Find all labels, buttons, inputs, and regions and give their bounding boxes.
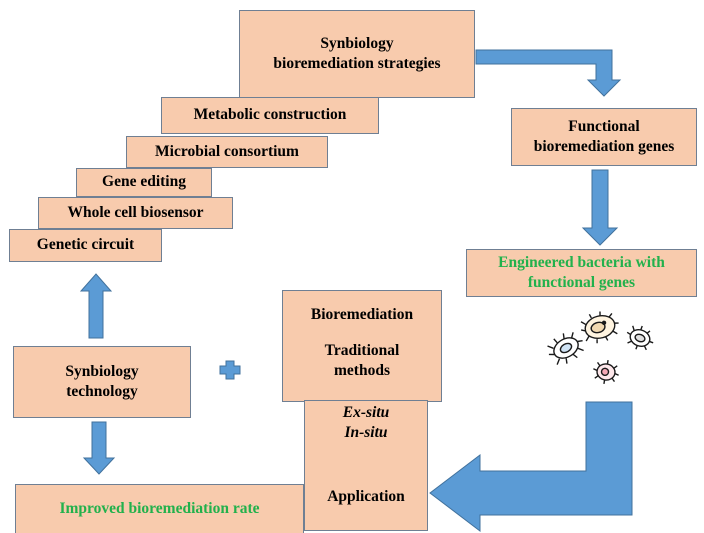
bent-arrow-down-left xyxy=(429,401,633,533)
up-arrow-technology xyxy=(79,273,113,339)
traditional-methods-box: Bioremediation Traditional methods xyxy=(282,290,442,402)
down-arrow-genes xyxy=(581,169,619,246)
engineered-bacteria-box: Engineered bacteria with functional gene… xyxy=(466,249,697,297)
improved-rate-box: Improved bioremediation rate xyxy=(15,484,304,533)
stair-microbial-consortium: Microbial consortium xyxy=(126,136,328,168)
traditional-label: Traditional xyxy=(324,342,400,360)
genetic-circuit-label: Genetic circuit xyxy=(36,236,135,254)
functional-genes-box: Functional bioremediation genes xyxy=(511,108,697,166)
application-box: Ex-situ In-situ xyxy=(304,400,428,531)
bioremediation-label: Bioremediation xyxy=(310,306,414,323)
metabolic-construction-label: Metabolic construction xyxy=(193,106,347,124)
gene-editing-label: Gene editing xyxy=(102,173,186,191)
microbial-consortium-label: Microbial consortium xyxy=(155,142,299,160)
in-situ-label: In-situ xyxy=(344,424,388,442)
stair-whole-cell-biosensor: Whole cell biosensor xyxy=(38,197,233,229)
whole-cell-biosensor-label: Whole cell biosensor xyxy=(67,203,204,221)
stair-genetic-circuit: Genetic circuit xyxy=(9,229,162,262)
functional-genes-line1: Functional xyxy=(568,117,640,135)
bacteria-icon xyxy=(547,311,654,384)
functional-genes-line2: bioremediation genes xyxy=(533,138,675,155)
down-arrow-improved xyxy=(82,421,116,475)
application-label: Application xyxy=(327,488,405,505)
stair-gene-editing: Gene editing xyxy=(76,168,212,197)
strategies-line1: Synbiology xyxy=(320,34,394,52)
stair-metabolic-construction: Metabolic construction xyxy=(161,97,379,134)
methods-label: methods xyxy=(334,362,390,380)
synbiology-technology-line2: technology xyxy=(66,383,138,400)
synbiology-technology-box: Synbiology technology xyxy=(13,346,191,418)
plus-icon xyxy=(219,360,241,380)
synbiology-technology-line1: Synbiology xyxy=(65,362,139,380)
improved-rate-label: Improved bioremediation rate xyxy=(59,499,260,517)
bent-arrow-right-down xyxy=(475,49,622,97)
engineered-bacteria-line1: Engineered bacteria with xyxy=(498,253,665,271)
ex-situ-label: Ex-situ xyxy=(342,404,390,421)
strategies-box: Synbiology bioremediation strategies xyxy=(239,10,475,98)
engineered-bacteria-line2: functional genes xyxy=(527,274,636,291)
strategies-line2: bioremediation strategies xyxy=(273,55,441,72)
